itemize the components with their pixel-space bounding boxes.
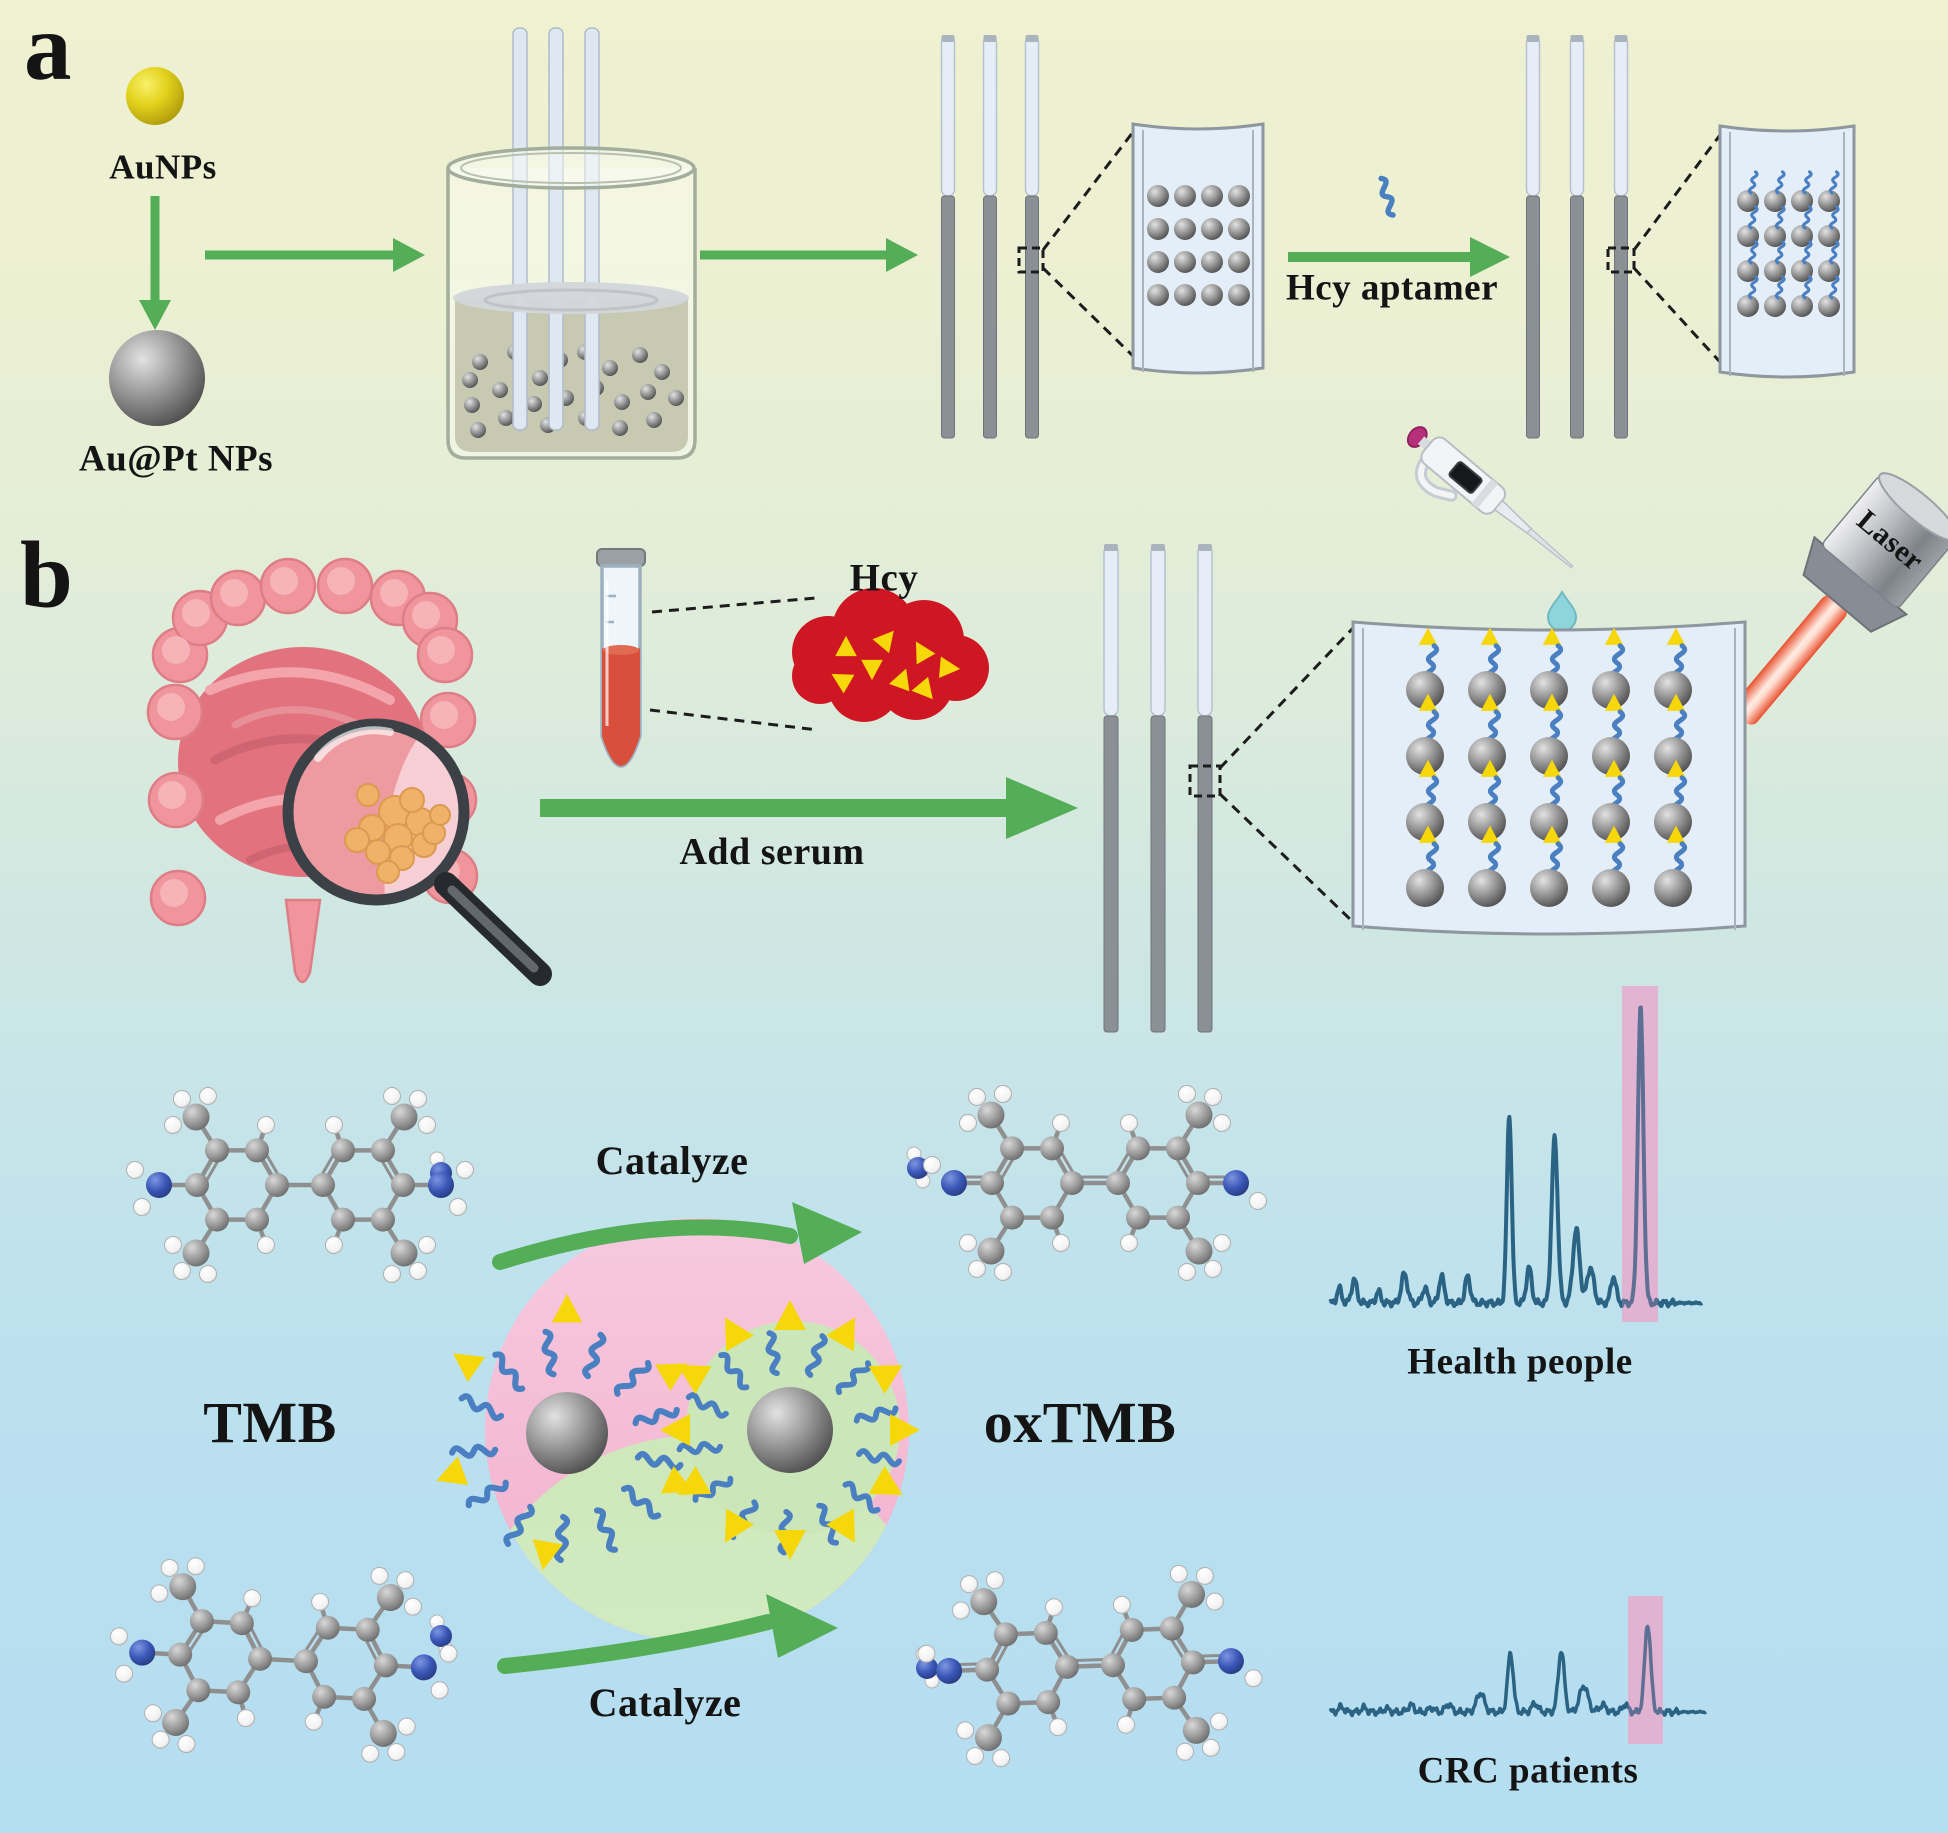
- panel-b: [146, 426, 1948, 986]
- zoom-panel-1: [1131, 122, 1265, 375]
- aptamer-arrow: [1288, 175, 1510, 277]
- panel-b-label: b: [20, 522, 74, 628]
- hcy-blob: [792, 588, 989, 722]
- hcy-label: Hcy: [849, 556, 919, 600]
- add-serum-arrow: [540, 777, 1078, 839]
- catalyze-bottom-label: Catalyze: [588, 1680, 742, 1725]
- tmb-molecule-bottom: [110, 1557, 458, 1763]
- arrow-down: [139, 196, 171, 330]
- add-serum-label: Add serum: [679, 831, 865, 873]
- zoom-panel-2: [1718, 124, 1856, 379]
- panel-a: [109, 67, 918, 426]
- oxtmb-molecule-bottom: [917, 1564, 1263, 1768]
- big-panel: [1351, 620, 1747, 936]
- aupt-sphere: [109, 330, 205, 426]
- catalyze-arrow-top: [492, 1202, 862, 1270]
- oxtmb-side-particle: [660, 1300, 920, 1560]
- aunps-label: AuNPs: [109, 147, 217, 187]
- arrow-right-1: [205, 238, 425, 272]
- spectrum-crc: [1328, 1596, 1708, 1744]
- crc-patients-label: CRC patients: [1417, 1750, 1639, 1792]
- hcy-aptamer-label: Hcy aptamer: [1285, 267, 1499, 309]
- spectrum-health: [1328, 986, 1704, 1322]
- tmb-side-particle: [436, 1293, 694, 1570]
- arrow-right-2: [700, 238, 918, 272]
- center-circle: [436, 1218, 920, 1642]
- aunp-sphere: [126, 67, 184, 125]
- pipette: [1406, 426, 1578, 632]
- tmb-molecule-top: [126, 1087, 474, 1283]
- health-people-label: Health people: [1407, 1341, 1633, 1383]
- electrode-set-3: [1103, 544, 1355, 1033]
- beaker: [446, 27, 697, 460]
- catalyze-arrow-bottom: [497, 1594, 838, 1674]
- panel-a-label: a: [24, 0, 72, 100]
- electrode-set-2: [1525, 35, 1722, 439]
- aupt-nps-label: Au@Pt NPs: [78, 438, 274, 480]
- magnifier: [282, 718, 552, 986]
- oxtmb-label: oxTMB: [983, 1390, 1177, 1455]
- electrode-set-1: [940, 35, 1135, 439]
- catalyze-top-label: Catalyze: [595, 1138, 749, 1183]
- oxtmb-molecule-top: [923, 1085, 1267, 1281]
- laser-device: [1732, 472, 1948, 725]
- tmb-label: TMB: [203, 1390, 337, 1455]
- test-tube: [596, 548, 646, 768]
